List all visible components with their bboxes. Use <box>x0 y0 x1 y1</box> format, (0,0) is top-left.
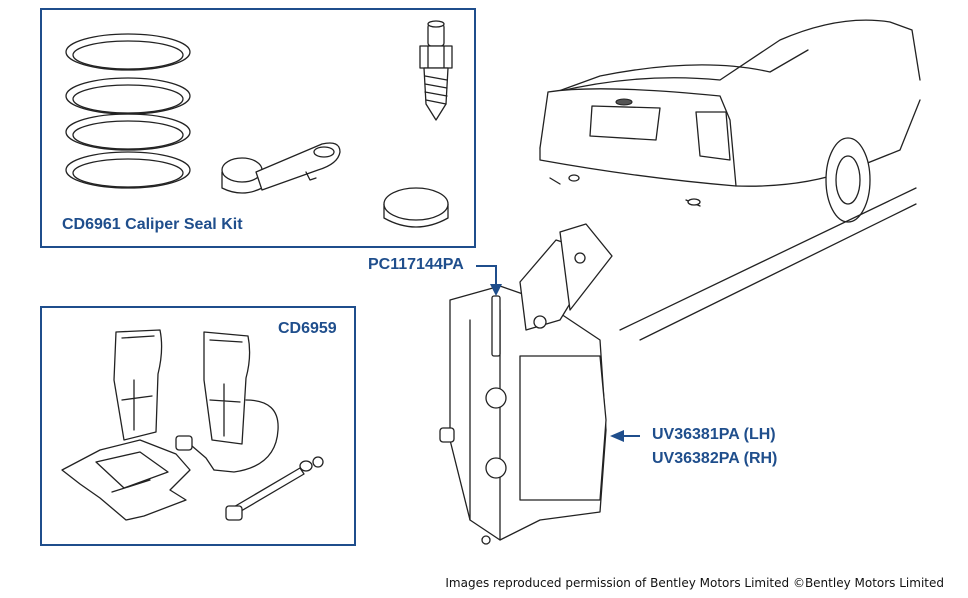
pin-icon <box>491 295 501 357</box>
dust-cap-icon <box>221 157 263 194</box>
bolt-icon <box>225 456 324 521</box>
wear-sensor-icon <box>175 399 279 473</box>
brake-pad-icon <box>113 329 251 445</box>
caliper-callout-arrow <box>610 430 640 442</box>
caliper-rh-part-number: UV36382PA (RH) <box>652 450 778 467</box>
caliper-lh-part-number: UV36381PA (LH) <box>652 426 776 443</box>
seal-rings-icon <box>65 33 191 189</box>
pads-panel: CD6959 <box>40 306 356 546</box>
car-rear-icon <box>539 19 921 341</box>
seal-kit-title: CD6961 Caliper Seal Kit <box>62 216 243 233</box>
image-credit: Images reproduced permission of Bentley … <box>445 576 944 590</box>
seal-kit-panel: CD6961 Caliper Seal Kit <box>40 8 476 248</box>
plug-cap-icon <box>383 187 449 228</box>
anti-squeal-shim-icon <box>61 439 191 521</box>
pads-title: CD6959 <box>278 320 337 337</box>
caliper-icon <box>439 223 613 545</box>
pin-part-number: PC117144PA <box>368 256 464 273</box>
pin-callout-arrow <box>476 265 502 296</box>
bleed-screw-icon <box>419 20 453 121</box>
bracket-icon <box>255 142 341 191</box>
